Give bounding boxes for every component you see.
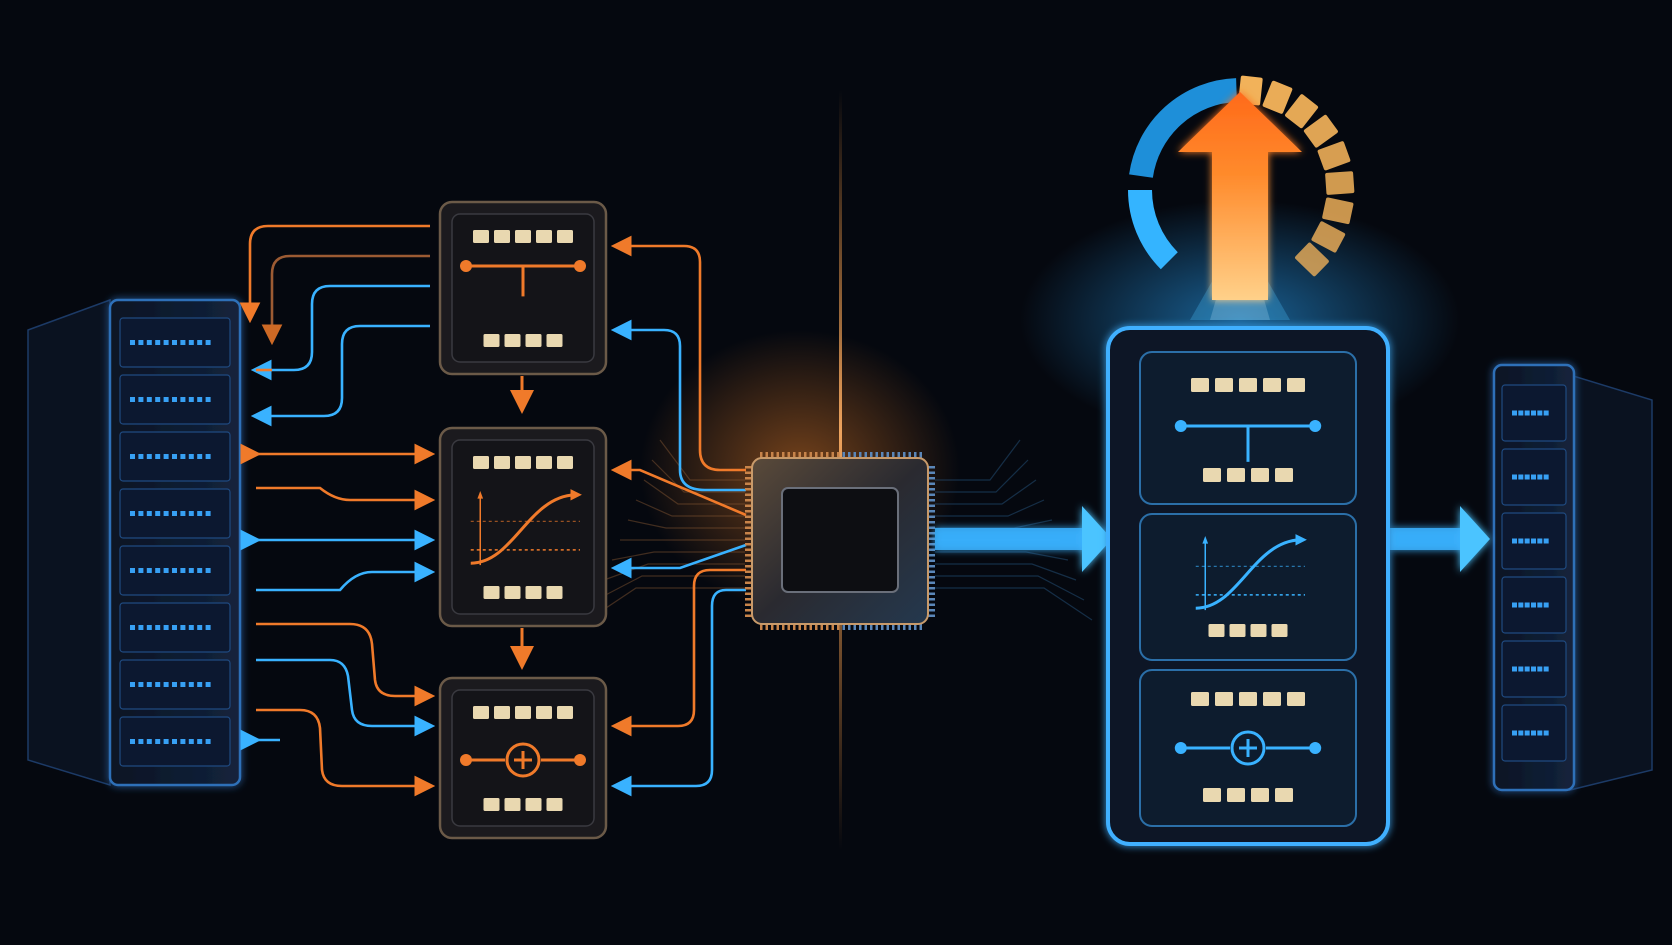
plus-circle-icon — [1174, 730, 1322, 766]
performance-gauge-icon — [1128, 75, 1355, 277]
kernel-module-normalize — [438, 200, 608, 376]
token-row-top — [473, 706, 573, 719]
fused-to-rack-arrow — [1390, 506, 1490, 572]
circuit-traces — [587, 439, 1093, 621]
gauge-segment — [1303, 114, 1338, 148]
rack-slot — [119, 716, 231, 767]
rack-slot — [1501, 512, 1567, 570]
token-row-bottom — [483, 586, 563, 599]
left-data-transfer-lines — [239, 224, 436, 797]
token-row-bottom — [483, 334, 563, 347]
token-row-top — [1191, 692, 1305, 706]
token-row-top — [473, 230, 573, 243]
gauge-arc-lower — [1128, 189, 1179, 270]
rack-slot — [1501, 640, 1567, 698]
gauge-segment — [1322, 197, 1354, 225]
chip-to-kernel-lines — [610, 235, 747, 797]
right-server-rack-icon — [1492, 363, 1653, 792]
token-row-top — [473, 456, 573, 469]
plus-circle-icon — [460, 742, 586, 778]
tree-branch-icon — [1174, 420, 1322, 462]
token-row-bottom — [483, 798, 563, 811]
chip-to-fused-arrow — [935, 506, 1112, 572]
token-row-bottom — [1203, 468, 1293, 482]
gauge-arc-upper — [1129, 78, 1238, 179]
left-server-rack-icon — [27, 298, 242, 787]
tree-branch-icon — [460, 260, 586, 297]
rack-slot — [119, 602, 231, 653]
gauge-segment — [1262, 80, 1293, 114]
kernel-module-add — [438, 676, 608, 840]
upward-arrow-icon — [1178, 92, 1302, 300]
rack-slot — [1501, 448, 1567, 506]
rack-slot — [119, 317, 231, 368]
token-row-top — [1191, 378, 1305, 392]
gauge-segment — [1311, 221, 1346, 253]
rack-slot — [1501, 576, 1567, 634]
gauge-segment — [1285, 94, 1319, 129]
sigmoid-curve-icon — [1195, 534, 1307, 611]
fused-section-add — [1139, 669, 1357, 827]
rack-slot — [1501, 384, 1567, 442]
gauge-segment — [1325, 171, 1355, 195]
sigmoid-curve-icon — [470, 489, 582, 566]
unfused-kernel-stack — [438, 200, 608, 840]
rack-slot — [119, 488, 231, 539]
rack-slot — [119, 545, 231, 596]
rack-slot — [119, 659, 231, 710]
gauge-segment — [1317, 141, 1351, 171]
fused-kernel-module — [1106, 326, 1390, 846]
rack-slot — [119, 374, 231, 425]
processor-chip-icon — [745, 452, 935, 630]
rack-slot — [1501, 704, 1567, 762]
kernel-module-activation — [438, 426, 608, 628]
fused-section-activation — [1139, 513, 1357, 661]
fused-section-normalize — [1139, 351, 1357, 505]
rack-slot — [119, 431, 231, 482]
token-row-bottom — [1208, 624, 1288, 637]
token-row-bottom — [1203, 788, 1293, 802]
gauge-segment — [1295, 242, 1329, 277]
